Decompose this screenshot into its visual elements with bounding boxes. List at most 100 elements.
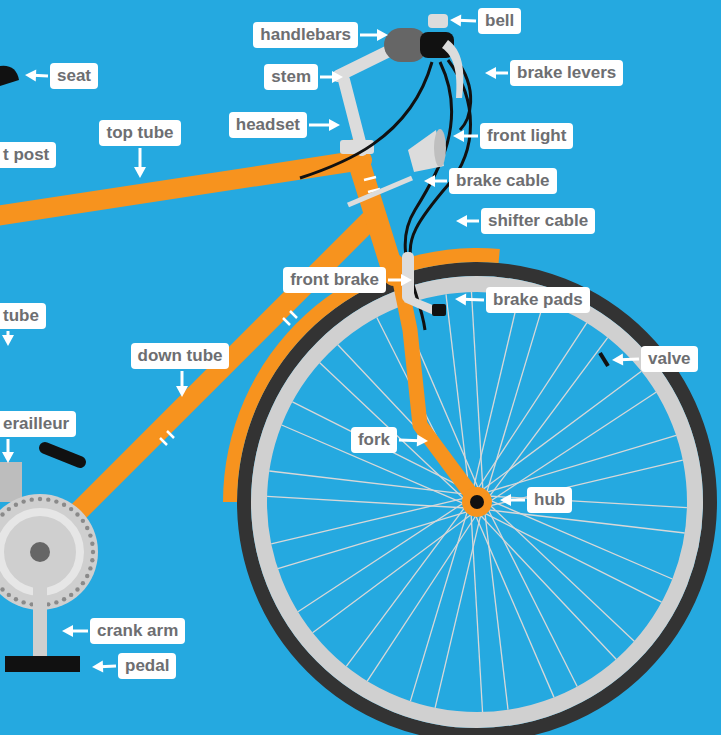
- tire: [244, 269, 710, 735]
- part-label: down tube: [131, 343, 230, 369]
- derailleur: [45, 448, 80, 462]
- head-tube: [355, 150, 394, 275]
- chainring-tooth: [90, 542, 94, 546]
- leader-arrow: [134, 148, 146, 178]
- spokes: [267, 292, 687, 712]
- fork: [396, 262, 477, 502]
- chainring-teeth: [0, 497, 95, 607]
- chainring-tooth: [69, 507, 73, 511]
- part-label: brake levers: [510, 60, 623, 86]
- part-label: pedal: [118, 653, 176, 679]
- chainring-tooth: [0, 587, 4, 591]
- part-label: seat: [50, 63, 98, 89]
- part-label: brake cable: [449, 168, 557, 194]
- chainring-tooth: [69, 593, 73, 597]
- part-label: handlebars: [253, 22, 358, 48]
- leader-arrow: [320, 71, 343, 83]
- part-label: stem: [264, 64, 318, 90]
- crank-arm: [33, 552, 47, 658]
- chainring: [0, 494, 98, 610]
- spoke: [483, 512, 662, 602]
- spoke: [475, 514, 554, 698]
- leader-arrow: [456, 215, 479, 227]
- chainring-tooth: [14, 597, 18, 601]
- chainring-tooth: [21, 499, 25, 503]
- label-arrows: [2, 14, 639, 672]
- chainring-tooth: [46, 497, 50, 501]
- part-label: shifter cable: [481, 208, 595, 234]
- leader-arrow: [2, 331, 14, 346]
- pedal: [5, 656, 80, 672]
- part-label: fork: [351, 427, 397, 453]
- part-label: bell: [478, 8, 521, 34]
- leader-arrow: [62, 625, 88, 637]
- front-light: [348, 129, 446, 205]
- brake-lever: [442, 40, 463, 98]
- chainring-tooth: [75, 512, 79, 516]
- frame-stripes: [160, 177, 380, 445]
- part-label: brake pads: [486, 287, 590, 313]
- spoke: [489, 500, 673, 579]
- valve: [600, 353, 608, 366]
- spoke: [346, 506, 465, 666]
- part-label: tube: [0, 303, 46, 329]
- frame: [0, 150, 477, 535]
- part-label: valve: [641, 346, 698, 372]
- leader-arrow: [176, 371, 188, 397]
- front-brake: [402, 252, 446, 316]
- spoke: [477, 323, 587, 490]
- seat-tube-bracket: [0, 462, 22, 502]
- chainring-tooth: [62, 597, 66, 601]
- part-label: hub: [527, 487, 572, 513]
- chainring-tooth: [7, 593, 11, 597]
- brake-pad: [432, 304, 446, 316]
- chainring-tooth: [7, 507, 11, 511]
- hub: [462, 487, 492, 517]
- fender: [223, 248, 500, 502]
- spoke: [488, 338, 607, 498]
- leader-arrow: [360, 29, 388, 41]
- rim: [259, 284, 695, 720]
- chainring-tooth: [81, 581, 85, 585]
- chainring-tooth: [85, 526, 89, 530]
- part-label: headset: [229, 112, 307, 138]
- spoke: [271, 498, 465, 544]
- bell: [428, 14, 448, 28]
- part-label: erailleur: [0, 411, 76, 437]
- chainring-tooth: [54, 499, 58, 503]
- chainring-tooth: [0, 512, 4, 516]
- down-tube: [55, 218, 372, 535]
- leader-arrow: [485, 67, 508, 79]
- leader-arrow: [500, 494, 525, 506]
- part-label: crank arm: [90, 618, 185, 644]
- front-wheel: [244, 269, 710, 735]
- chainring-tooth: [38, 497, 42, 501]
- spoke: [487, 496, 687, 508]
- part-label: top tube: [99, 120, 180, 146]
- leader-arrow: [25, 69, 48, 81]
- spoke: [471, 292, 483, 492]
- leader-arrow: [455, 293, 484, 305]
- chainring-tooth: [30, 497, 34, 501]
- chainring-tooth: [14, 503, 18, 507]
- spoke: [367, 514, 477, 681]
- chainring-tooth: [91, 550, 95, 554]
- top-tube: [0, 160, 362, 217]
- spoke: [486, 303, 543, 494]
- part-label: front brake: [283, 267, 386, 293]
- chainring-tooth: [88, 533, 92, 537]
- spoke: [487, 508, 577, 687]
- spoke: [479, 514, 616, 659]
- leader-arrow: [453, 130, 478, 142]
- leader-arrow: [450, 14, 476, 26]
- chainring-tooth: [81, 519, 85, 523]
- leader-arrow: [388, 274, 412, 286]
- chainring-tooth: [90, 558, 94, 562]
- bottom-bracket: [30, 542, 50, 562]
- part-label: front light: [480, 123, 573, 149]
- chainring-tooth: [85, 574, 89, 578]
- part-label: t post: [0, 142, 56, 168]
- chainring-tooth: [88, 566, 92, 570]
- leader-arrow: [399, 435, 428, 447]
- seat: [0, 66, 19, 86]
